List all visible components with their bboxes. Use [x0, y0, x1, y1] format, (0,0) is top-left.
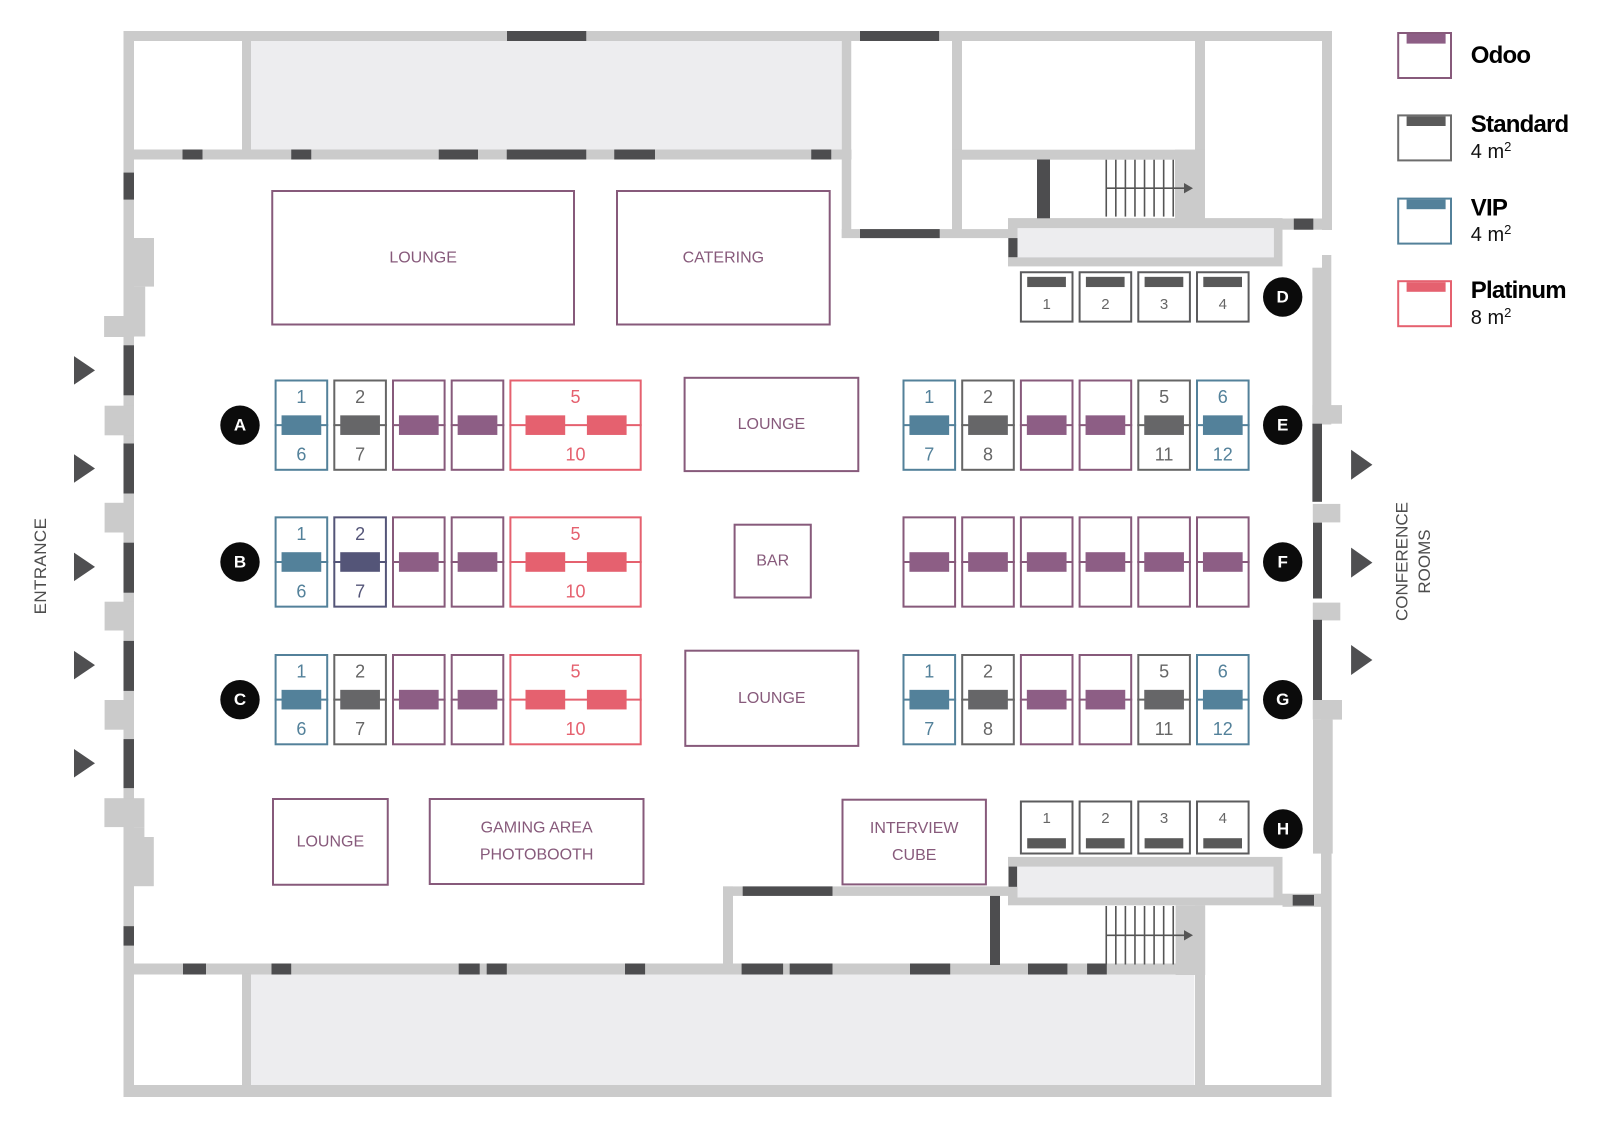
svg-text:CATERING: CATERING: [683, 249, 764, 266]
svg-text:7: 7: [355, 719, 365, 739]
svg-text:1: 1: [296, 662, 306, 682]
svg-text:3: 3: [1160, 296, 1168, 313]
svg-text:G: G: [1276, 690, 1289, 709]
svg-text:2: 2: [1101, 810, 1109, 827]
svg-text:2: 2: [355, 387, 365, 407]
svg-text:1: 1: [1043, 810, 1051, 827]
svg-text:7: 7: [924, 719, 934, 739]
svg-text:11: 11: [1155, 445, 1174, 465]
svg-text:ENTRANCE: ENTRANCE: [31, 518, 50, 615]
svg-text:10: 10: [566, 581, 586, 601]
svg-text:1: 1: [924, 662, 934, 682]
svg-text:1: 1: [296, 524, 306, 544]
svg-text:CUBE: CUBE: [892, 847, 936, 864]
svg-text:12: 12: [1213, 445, 1233, 465]
svg-text:GAMING AREA: GAMING AREA: [481, 820, 593, 837]
svg-text:6: 6: [296, 719, 306, 739]
svg-text:B: B: [234, 553, 246, 572]
svg-text:2: 2: [355, 662, 365, 682]
svg-text:E: E: [1277, 416, 1288, 435]
svg-text:6: 6: [296, 445, 306, 465]
svg-text:5: 5: [571, 387, 581, 407]
svg-text:5: 5: [571, 524, 581, 544]
svg-text:Platinum: Platinum: [1471, 277, 1566, 304]
svg-text:7: 7: [924, 445, 934, 465]
svg-text:8: 8: [983, 445, 993, 465]
svg-text:H: H: [1277, 820, 1289, 839]
svg-text:VIP: VIP: [1471, 194, 1508, 221]
svg-text:PHOTOBOOTH: PHOTOBOOTH: [480, 847, 594, 864]
svg-text:D: D: [1277, 288, 1289, 307]
svg-text:INTERVIEW: INTERVIEW: [870, 820, 960, 837]
svg-text:5: 5: [1159, 662, 1169, 682]
svg-text:12: 12: [1213, 719, 1233, 739]
svg-text:CONFERENCE: CONFERENCE: [1392, 502, 1411, 621]
svg-text:1: 1: [1043, 296, 1051, 313]
svg-text:LOUNGE: LOUNGE: [389, 249, 457, 266]
svg-text:3: 3: [1160, 810, 1168, 827]
svg-text:7: 7: [355, 581, 365, 601]
svg-text:6: 6: [296, 581, 306, 601]
svg-text:6: 6: [1218, 387, 1228, 407]
svg-text:2: 2: [983, 387, 993, 407]
svg-text:10: 10: [566, 719, 586, 739]
svg-text:8: 8: [983, 719, 993, 739]
svg-text:5: 5: [571, 662, 581, 682]
svg-text:LOUNGE: LOUNGE: [738, 690, 806, 707]
svg-text:1: 1: [296, 387, 306, 407]
svg-text:10: 10: [566, 445, 586, 465]
svg-text:C: C: [234, 690, 246, 709]
svg-text:2: 2: [983, 662, 993, 682]
svg-text:7: 7: [355, 445, 365, 465]
svg-text:4: 4: [1219, 810, 1227, 827]
svg-text:LOUNGE: LOUNGE: [738, 416, 806, 433]
svg-text:1: 1: [924, 387, 934, 407]
svg-text:2: 2: [355, 524, 365, 544]
svg-text:2: 2: [1101, 296, 1109, 313]
svg-text:ROOMS: ROOMS: [1415, 529, 1434, 593]
svg-text:5: 5: [1159, 387, 1169, 407]
svg-text:A: A: [234, 416, 246, 435]
svg-text:6: 6: [1218, 662, 1228, 682]
svg-text:Odoo: Odoo: [1471, 42, 1531, 69]
svg-text:4: 4: [1219, 296, 1227, 313]
svg-text:LOUNGE: LOUNGE: [297, 833, 365, 850]
svg-text:F: F: [1278, 553, 1288, 572]
svg-text:BAR: BAR: [756, 553, 789, 570]
svg-text:Standard: Standard: [1471, 111, 1569, 138]
svg-text:11: 11: [1155, 719, 1174, 739]
